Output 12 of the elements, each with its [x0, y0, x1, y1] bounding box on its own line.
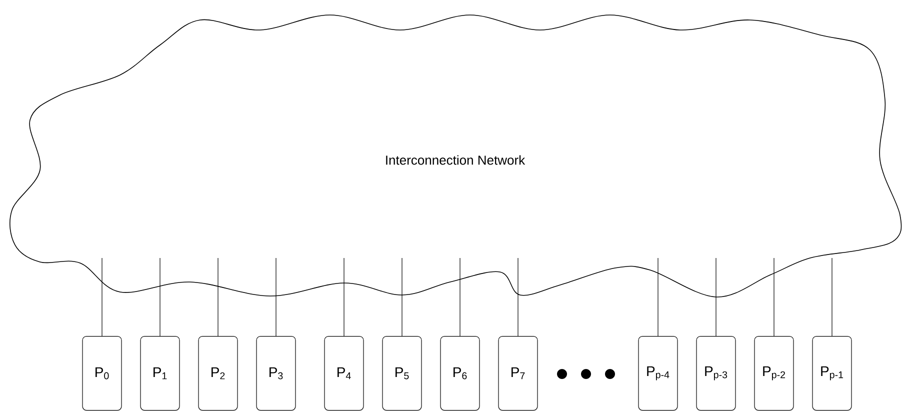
processor-box: P$_{p-3}$ — [696, 336, 736, 411]
processor-box: P$_{0}$ — [82, 336, 122, 411]
processor-box: P$_{p-4}$ — [638, 336, 678, 411]
processor-box: P$_{3}$ — [256, 336, 296, 411]
processor-box: P$_{2}$ — [198, 336, 238, 411]
processor-box: P$_{1}$ — [140, 336, 180, 411]
processor-box: P$_{5}$ — [382, 336, 422, 411]
processor-box: P$_{p-2}$ — [754, 336, 794, 411]
processor-box: P$_{6}$ — [440, 336, 480, 411]
processor-box: P$_{4}$ — [324, 336, 364, 411]
processor-box: P$_{7}$ — [498, 336, 538, 411]
processor-box: P$_{p-1}$ — [812, 336, 852, 411]
